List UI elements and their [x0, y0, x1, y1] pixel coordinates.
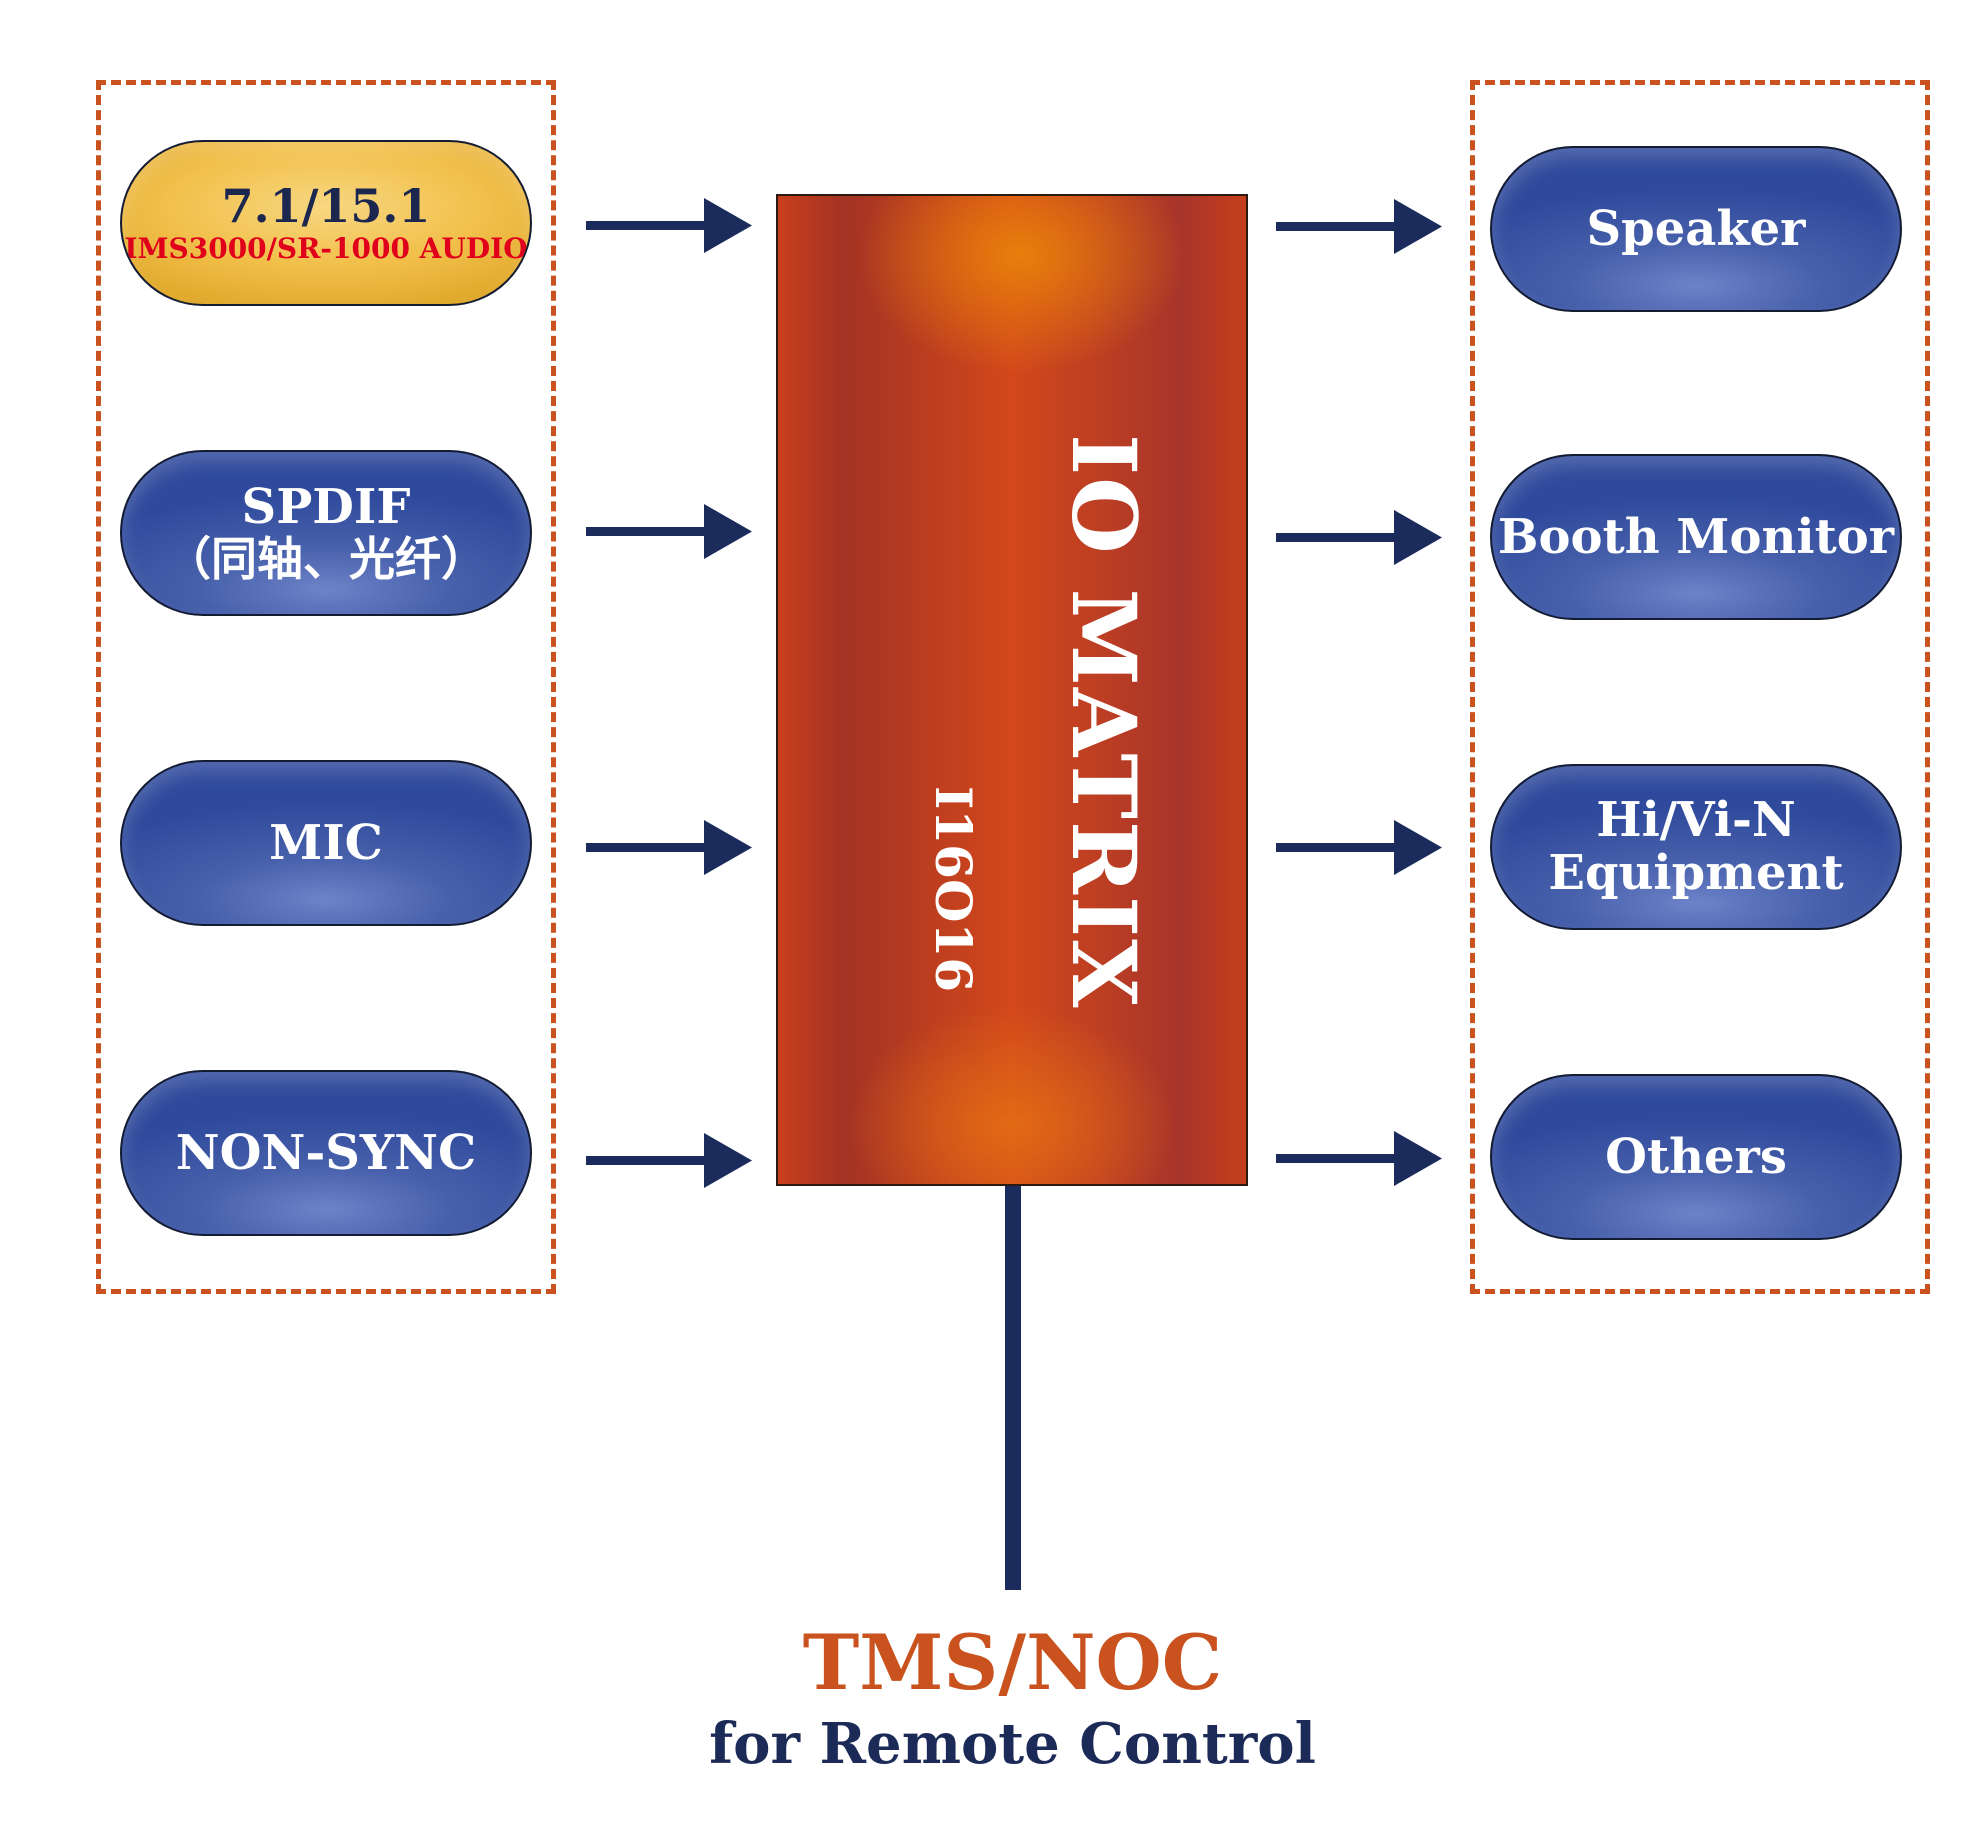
output-others: Others [1490, 1074, 1902, 1240]
arrow-input-2 [586, 504, 752, 559]
arrow-output-2 [1276, 510, 1442, 565]
output-hivin-equipment: Hi/Vi-N Equipment [1490, 764, 1902, 930]
output-speaker: Speaker [1490, 146, 1902, 312]
output-speaker-label: Speaker [1586, 200, 1806, 257]
tms-noc-label: TMS/NOC [802, 1618, 1223, 1707]
remote-control-label: for Remote Control [709, 1711, 1316, 1777]
input-non-sync-label: NON-SYNC [175, 1124, 477, 1181]
outputs-group-box [1470, 80, 1930, 1294]
io-matrix-title: IO MATRIX [1052, 434, 1156, 1010]
arrow-output-3 [1276, 820, 1442, 875]
inputs-group-box [96, 80, 556, 1294]
output-hivin-sub: Equipment [1548, 845, 1844, 901]
input-non-sync: NON-SYNC [120, 1070, 532, 1236]
input-surround-audio-label: 7.1/15.1 [221, 179, 431, 234]
input-surround-audio: 7.1/15.1 (IMS3000/SR-1000 AUDIO) [120, 140, 532, 306]
arrow-input-3 [586, 820, 752, 875]
io-matrix-subtitle: I16O16 [924, 786, 983, 993]
input-mic: MIC [120, 760, 532, 926]
arrow-output-1 [1276, 199, 1442, 254]
arrow-input-1 [586, 198, 752, 253]
input-surround-audio-sub: (IMS3000/SR-1000 AUDIO) [120, 231, 532, 265]
input-mic-label: MIC [269, 814, 383, 871]
arrow-input-4 [586, 1133, 752, 1188]
remote-control-bus-line [1005, 1186, 1021, 1590]
input-spdif: SPDIF （同轴、光纤） [120, 450, 532, 616]
arrow-output-4 [1276, 1131, 1442, 1186]
output-hivin-label: Hi/Vi-N [1596, 792, 1796, 849]
input-spdif-sub: （同轴、光纤） [165, 532, 487, 587]
io-matrix-block [776, 194, 1248, 1186]
output-others-label: Others [1605, 1128, 1787, 1185]
input-spdif-label: SPDIF [241, 479, 411, 536]
output-booth-monitor-label: Booth Monitor [1497, 508, 1895, 565]
output-booth-monitor: Booth Monitor [1490, 454, 1902, 620]
